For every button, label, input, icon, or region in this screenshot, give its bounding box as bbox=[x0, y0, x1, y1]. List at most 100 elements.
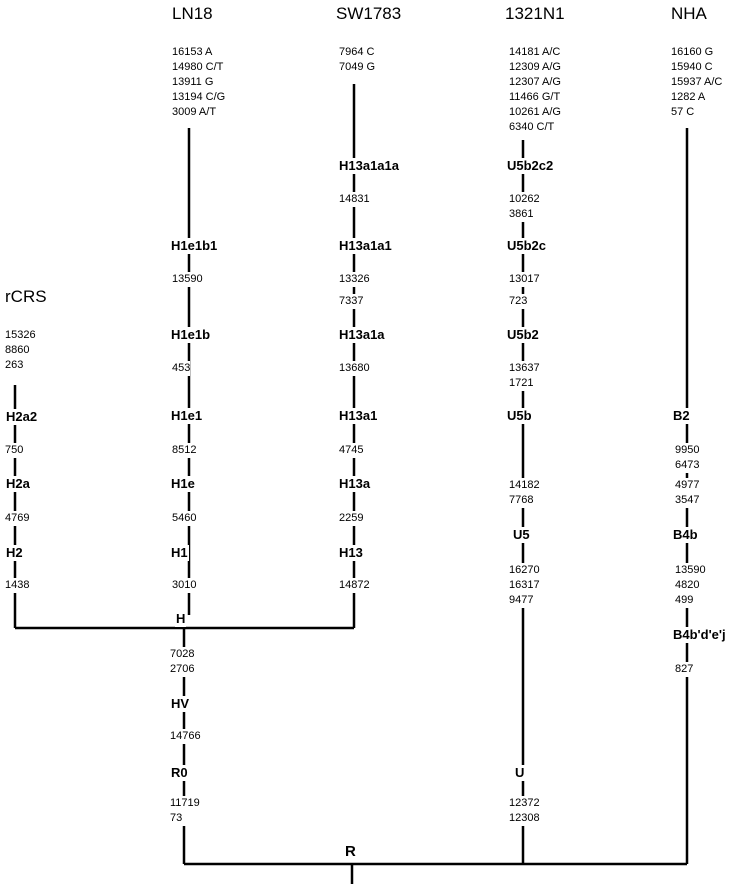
haplogroup-h13a1a1: H13a1a1 bbox=[338, 238, 393, 254]
sw1783-mutations-6: 4745 bbox=[339, 443, 364, 458]
haplogroup-h2a: H2a bbox=[5, 476, 31, 492]
mutation: 827 bbox=[675, 662, 694, 677]
mutation: 15937 A/C bbox=[671, 75, 723, 90]
rcrs-mutations-3: 4769 bbox=[5, 511, 30, 526]
haplogroup-hv: HV bbox=[170, 696, 191, 712]
mutation: 57 C bbox=[671, 105, 723, 120]
haplogroup-h1e1b1: H1e1b1 bbox=[170, 238, 219, 254]
sw1783-title: SW1783 bbox=[336, 4, 402, 23]
mutation: 13326 bbox=[339, 272, 370, 287]
sw1783-mutations-3: 13326 bbox=[339, 272, 370, 287]
sw1783-mutations-2: 14831 bbox=[339, 192, 370, 207]
haplogroup-r0: R0 bbox=[170, 765, 189, 781]
mutation: 2706 bbox=[170, 662, 195, 677]
mutation: 14980 C/T bbox=[172, 60, 226, 75]
mutation: 4745 bbox=[339, 443, 364, 458]
haplogroup-h2: H2 bbox=[5, 545, 24, 561]
mutation: 1721 bbox=[509, 376, 540, 391]
mutation: 9477 bbox=[509, 593, 540, 608]
haplogroup-b2: B2 bbox=[672, 408, 691, 424]
mutation: 3861 bbox=[509, 207, 540, 222]
mutation: 10262 bbox=[509, 192, 540, 207]
mutation: 750 bbox=[5, 443, 24, 458]
mutation: 7337 bbox=[339, 294, 364, 309]
haplogroup-h1e1b: H1e1b bbox=[170, 327, 212, 343]
mutation: 13590 bbox=[172, 272, 203, 287]
mutation: 13194 C/G bbox=[172, 90, 226, 105]
sw1783-mutations-7: 2259 bbox=[339, 511, 364, 526]
mutation: 13911 G bbox=[172, 75, 226, 90]
mutation: 13017 bbox=[509, 272, 540, 287]
ln18-mutations-3: 453 bbox=[172, 361, 191, 376]
mutation: 4769 bbox=[5, 511, 30, 526]
sw1783-mutations-4: 7337 bbox=[339, 294, 364, 309]
mutation: 4820 bbox=[675, 578, 706, 593]
haplogroup-u5b: U5b bbox=[506, 408, 533, 424]
haplogroup-b4b: B4b bbox=[672, 527, 699, 543]
haplogroup-h13: H13 bbox=[338, 545, 364, 561]
sw1783-mutations-5: 13680 bbox=[339, 361, 370, 376]
haplogroup-h1: H1 bbox=[170, 545, 189, 561]
mutation: 2259 bbox=[339, 511, 364, 526]
mutation: 11719 bbox=[170, 796, 200, 811]
haplogroup-u: U bbox=[514, 765, 526, 781]
mutation: 453 bbox=[172, 361, 191, 376]
mutation: 15940 C bbox=[671, 60, 723, 75]
mutation: 13637 bbox=[509, 361, 540, 376]
rcrs-mutations-2: 750 bbox=[5, 443, 24, 458]
n1321-mutations-1: 14181 A/C 12309 A/G 12307 A/G 11466 G/T … bbox=[509, 45, 561, 135]
mutation: 1438 bbox=[5, 578, 30, 593]
mutation: 14181 A/C bbox=[509, 45, 561, 60]
mutation: 3010 bbox=[172, 578, 197, 593]
rcrs-mutations-1: 15326 8860 263 bbox=[5, 328, 36, 373]
mutation: 4977 bbox=[675, 478, 700, 493]
mutation: 16317 bbox=[509, 578, 540, 593]
mutation: 12307 A/G bbox=[509, 75, 561, 90]
mutation: 3009 A/T bbox=[172, 105, 226, 120]
ln18-mutations-4: 8512 bbox=[172, 443, 197, 458]
haplogroup-u5: U5 bbox=[512, 527, 531, 543]
mutation: 14831 bbox=[339, 192, 370, 207]
mutation: 7768 bbox=[509, 493, 540, 508]
nha-mutations-2: 9950 6473 bbox=[675, 443, 700, 473]
rcrs-title: rCRS bbox=[5, 287, 47, 306]
nha-mutations-3: 4977 3547 bbox=[675, 478, 700, 508]
trunk-mutations-2: 14766 bbox=[170, 729, 201, 744]
ln18-mutations-5: 5460 bbox=[172, 511, 197, 526]
mutation: 6473 bbox=[675, 458, 700, 473]
n1321-mutations-8: 12372 12308 bbox=[509, 796, 540, 826]
mutation: 15326 bbox=[5, 328, 36, 343]
n1321-mutations-5: 13637 1721 bbox=[509, 361, 540, 391]
n1321-mutations-4: 723 bbox=[509, 294, 528, 309]
mutation: 12372 bbox=[509, 796, 540, 811]
sw1783-mutations-8: 14872 bbox=[339, 578, 370, 593]
haplogroup-h2a2: H2a2 bbox=[5, 409, 39, 425]
haplogroup-h1e: H1e bbox=[170, 476, 196, 492]
mutation: 14872 bbox=[339, 578, 370, 593]
root-r-label: R bbox=[343, 843, 358, 860]
mutation: 73 bbox=[170, 811, 200, 826]
ln18-mutations-6: 3010 bbox=[172, 578, 197, 593]
mutation: 13590 bbox=[675, 563, 706, 578]
mutation: 499 bbox=[675, 593, 706, 608]
mutation: 7049 G bbox=[339, 60, 376, 75]
mutation: 5460 bbox=[172, 511, 197, 526]
haplogroup-u5b2c: U5b2c bbox=[506, 238, 548, 254]
mutation: 16160 G bbox=[671, 45, 723, 60]
ln18-mutations-1: 16153 A 14980 C/T 13911 G 13194 C/G 3009… bbox=[172, 45, 226, 120]
mutation: 723 bbox=[509, 294, 528, 309]
ln18-mutations-2: 13590 bbox=[172, 272, 203, 287]
haplogroup-u5b2: U5b2 bbox=[506, 327, 540, 343]
n1321-mutations-2: 10262 3861 bbox=[509, 192, 540, 222]
mutation: 6340 C/T bbox=[509, 120, 561, 135]
mutation: 7028 bbox=[170, 647, 195, 662]
n1321-title: 1321N1 bbox=[505, 4, 565, 23]
mutation: 263 bbox=[5, 358, 36, 373]
haplogroup-h13a1: H13a1 bbox=[338, 408, 379, 424]
mutation: 9950 bbox=[675, 443, 700, 458]
nha-mutations-5: 827 bbox=[675, 662, 694, 677]
n1321-mutations-6: 14182 7768 bbox=[509, 478, 540, 508]
ln18-title: LN18 bbox=[172, 4, 213, 23]
